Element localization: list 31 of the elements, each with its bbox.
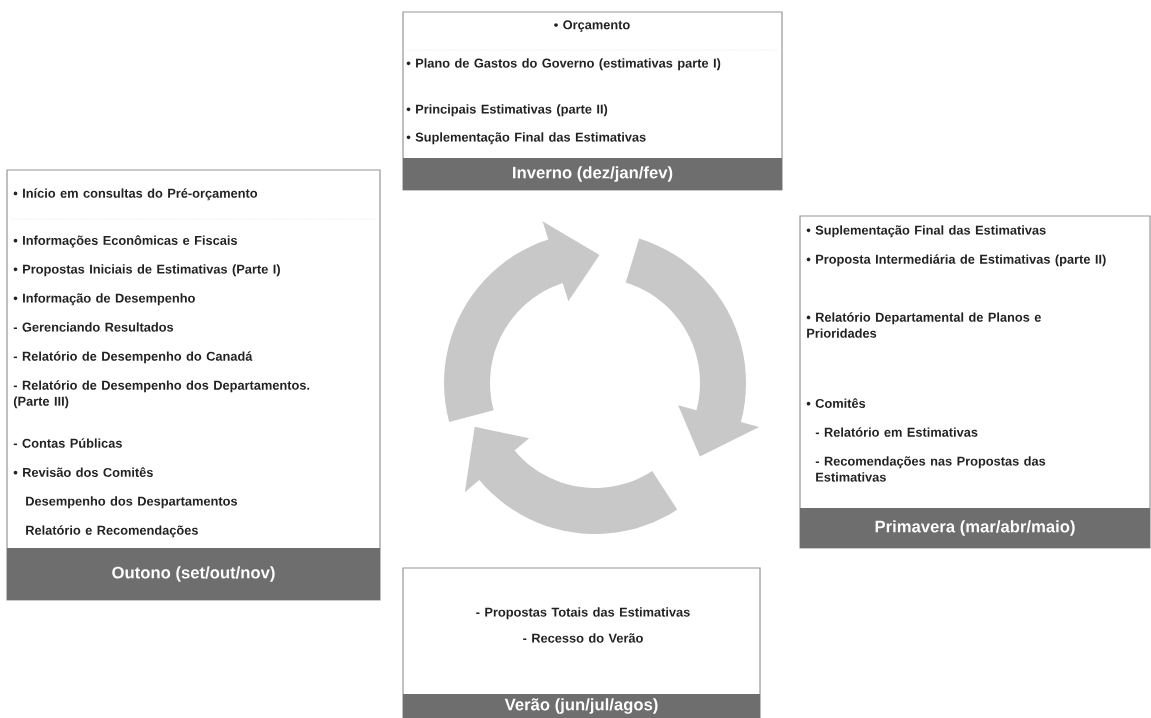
- list-item: - Contas Públicas: [13, 438, 122, 448]
- list-item: - Relatório de Desempenho do Canadá: [13, 351, 253, 364]
- season-band: Inverno (dez/jan/fev): [403, 158, 782, 190]
- list-item: • Orçamento: [554, 20, 630, 32]
- season-card: [6, 169, 381, 601]
- season-band: Outono (set/out/nov): [7, 548, 380, 600]
- season-card: [402, 567, 761, 718]
- season-card: [402, 11, 783, 191]
- list-item: • Suplementação Final das Estimativas: [806, 225, 1046, 238]
- season-card: [799, 215, 1151, 549]
- list-item: • Principais Estimativas (parte II): [406, 104, 608, 117]
- list-item: • Propostas Iniciais de Estimativas (Parte I): [13, 264, 280, 277]
- season-band: Primavera (mar/abr/maio): [800, 508, 1150, 548]
- list-item: • Suplementação Final das Estimativas: [406, 132, 646, 145]
- list-item: • Revisão dos Comitês: [13, 467, 153, 477]
- list-item: • Relatório Departamental de Planos e Prioridades: [806, 312, 1041, 338]
- list-item: • Informação de Desempenho: [13, 293, 195, 306]
- list-item: - Relatório em Estimativas: [815, 427, 978, 437]
- list-item: Desempenho dos Despartamentos: [26, 496, 238, 509]
- list-item: Relatório e Recomendações: [26, 525, 198, 538]
- list-item: - Propostas Totais das Estimativas: [476, 607, 690, 620]
- list-item: • Início em consultas do Pré-orçamento: [13, 188, 258, 201]
- list-item: • Plano de Gastos do Governo (estimativas parte I): [406, 58, 721, 71]
- list-item: • Proposta Intermediária de Estimativas (parte II): [806, 254, 1106, 267]
- list-item: - Relatório de Desempenho dos Departamentos. (Parte III): [13, 380, 310, 409]
- list-item: • Comitês: [806, 398, 866, 408]
- season-band: Verão (jun/jul/agos): [403, 694, 760, 718]
- list-item: • Informações Econômicas e Fiscais: [13, 235, 237, 248]
- list-item: - Gerenciando Resultados: [13, 322, 174, 332]
- list-item: - Recomendações nas Propostas das Estimativas: [815, 456, 1046, 482]
- list-item: - Recesso do Verão: [523, 633, 643, 643]
